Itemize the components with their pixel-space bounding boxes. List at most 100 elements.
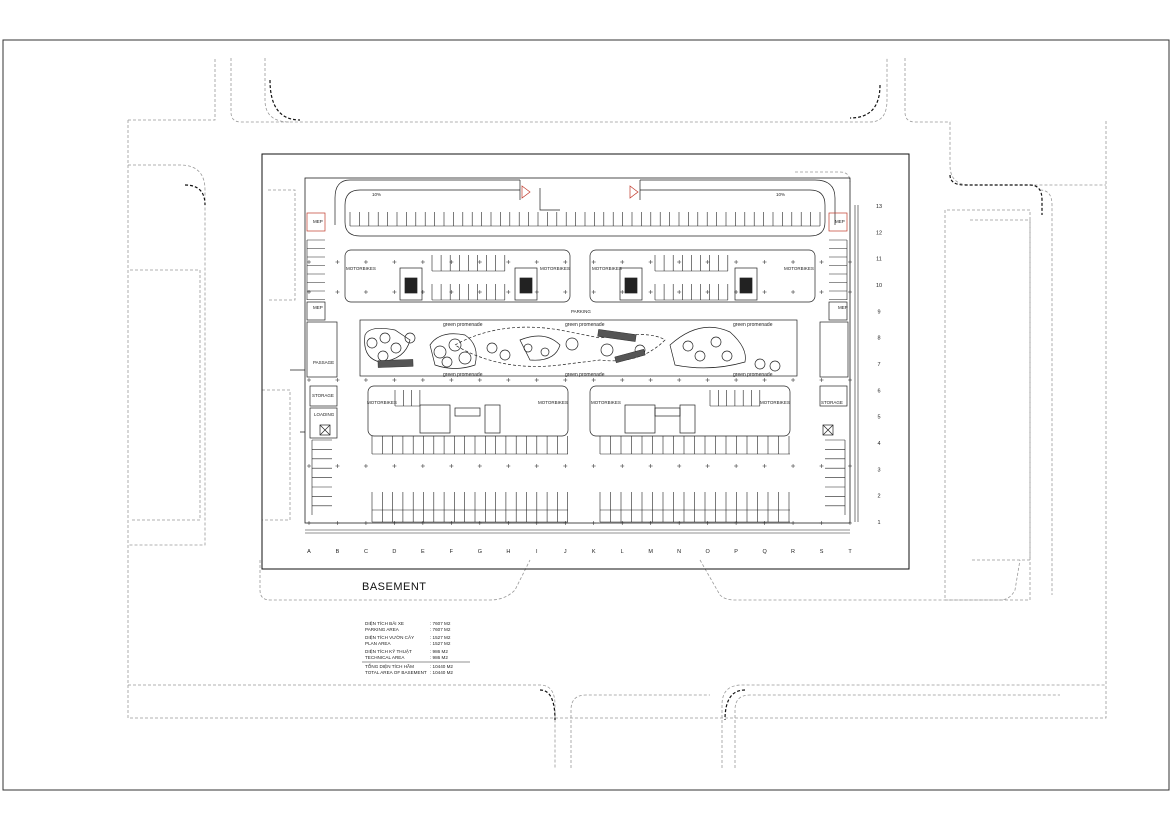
stall-col-right-upper: [829, 239, 848, 300]
plan-area-en-value: : 1527 M2: [430, 641, 451, 646]
mep-label-4: MEP: [838, 305, 848, 310]
ramp-slope-left: 10%: [372, 192, 381, 197]
grid-column-O: O: [705, 549, 710, 555]
stall-row-low-left-top: [371, 492, 569, 511]
grid-column-J: J: [564, 549, 567, 555]
grid-column-H: H: [506, 549, 510, 555]
green-promenade-label-2: green promenade: [565, 322, 605, 328]
grid-column-K: K: [592, 549, 596, 555]
technical-area-vn: DIỆN TÍCH KỸ THUẬT: [365, 647, 412, 654]
grid-column-L: L: [621, 549, 624, 555]
parking-area-vn-value: : 7607 M2: [430, 621, 451, 626]
stall-row-top: [349, 212, 821, 227]
grid-row-7: 7: [877, 362, 880, 368]
stall-col-left-upper: [306, 239, 325, 300]
basement-inner-wall: [304, 177, 851, 524]
stall-row-lb-right: [709, 390, 761, 407]
grid-column-T: T: [848, 549, 852, 555]
green-promenade: [359, 319, 798, 377]
grid-column-S: S: [820, 549, 824, 555]
stall-row-ub2: [431, 284, 506, 301]
upper-motorbike-blocks: [344, 249, 816, 303]
parking-area-vn: DIỆN TÍCH BÃI XE: [365, 619, 404, 626]
parking-area-en-value: : 7607 M2: [430, 627, 451, 632]
total-area-en: TOTAL AREA OF BASEMENT: [365, 670, 427, 675]
grid-row-13: 13: [876, 204, 882, 210]
mep-label-2: MEP: [835, 219, 845, 224]
motorbikes-label-3: MOTORBIKES: [592, 266, 622, 271]
technical-area-en: TECHNICAL AREA: [365, 655, 405, 660]
motorbikes-label-5: MOTORBIKES: [367, 400, 397, 405]
storage-label-2: STORAGE: [821, 400, 843, 405]
plan-area-en: PLAN AREA: [365, 641, 391, 646]
grid-column-M: M: [648, 549, 653, 555]
grid-row-3: 3: [877, 467, 880, 473]
technical-area-en-value: : 986 M2: [430, 655, 448, 660]
green-promenade-label-3: green promenade: [733, 322, 773, 328]
motorbikes-label-1: MOTORBIKES: [346, 266, 376, 271]
column-grid-markers: [307, 260, 852, 525]
grid-column-A: A: [307, 549, 311, 555]
grid-row-5: 5: [877, 415, 880, 421]
total-area-vn: TỔNG DIỆN TÍCH HẦM: [365, 662, 414, 669]
grid-row-6: 6: [877, 388, 880, 394]
plan-area-vn-value: : 1527 M2: [430, 635, 451, 640]
grid-column-B: B: [336, 549, 340, 555]
stall-row-low-right-top: [599, 492, 790, 511]
grid-column-F: F: [450, 549, 454, 555]
grid-column-R: R: [791, 549, 795, 555]
total-area-en-value: : 10440 M2: [430, 670, 453, 675]
basement-outline: [261, 153, 910, 570]
grid-row-1: 1: [877, 520, 880, 526]
technical-area-vn-value: : 986 M2: [430, 649, 448, 654]
stall-row-ub1: [431, 255, 506, 272]
grid-row-9: 9: [877, 309, 880, 315]
green-promenade-label-5: green promenade: [565, 372, 605, 378]
sheet-border: [2, 39, 1170, 791]
mep-label-1: MEP: [313, 219, 323, 224]
storage-label-1: STORAGE: [312, 393, 334, 398]
stall-row-low-right-bottom: [599, 510, 790, 523]
stall-row-low-left-bottom: [371, 510, 569, 523]
stall-row-ub4: [654, 284, 729, 301]
motorbikes-label-4: MOTORBIKES: [784, 266, 814, 271]
grid-row-2: 2: [877, 494, 880, 500]
lower-core-blocks: [367, 385, 791, 437]
grid-row-11: 11: [876, 257, 882, 263]
grid-column-I: I: [536, 549, 538, 555]
drawing-title: BASEMENT: [362, 581, 427, 593]
ramp-slope-right: 10%: [776, 192, 785, 197]
parking-stalls: [306, 212, 848, 523]
motorbikes-label-8: MOTORBIKES: [760, 400, 790, 405]
grid-dimension-line: [305, 205, 859, 534]
total-area-vn-value: : 10440 M2: [430, 664, 453, 669]
grid-column-N: N: [677, 549, 681, 555]
stall-col-left-lower: [311, 439, 332, 515]
grid-row-10: 10: [876, 283, 882, 289]
stall-row-mid-right: [599, 436, 790, 455]
grid-column-E: E: [421, 549, 425, 555]
site-context: [127, 58, 1107, 768]
promenade-benches: [377, 329, 646, 368]
grid-row-8: 8: [877, 336, 880, 342]
grid-row-4: 4: [877, 441, 880, 447]
stall-row-lb-left: [394, 390, 421, 407]
green-promenade-label-6: green promenade: [733, 372, 773, 378]
service-rooms: [290, 212, 849, 439]
motorbikes-label-7: MOTORBIKES: [591, 400, 621, 405]
grid-column-G: G: [478, 549, 482, 555]
stall-row-mid-left: [371, 436, 569, 455]
plan-area-vn: DIỆN TÍCH VƯỜN CÂY: [365, 633, 414, 640]
motorbikes-label-2: MOTORBIKES: [540, 266, 570, 271]
area-schedule: DIỆN TÍCH BÃI XE : 7607 M2 PARKING AREA …: [362, 619, 470, 675]
grid-row-12: 12: [876, 230, 882, 236]
grid-column-C: C: [364, 549, 368, 555]
parking-area-en: PARKING AREA: [365, 627, 400, 632]
site-heavy-curbs: [184, 79, 1043, 721]
green-promenade-label-4: green promenade: [443, 372, 483, 378]
loading-label: LOADING: [314, 412, 335, 417]
passage-label: PASSAGE: [313, 360, 334, 365]
